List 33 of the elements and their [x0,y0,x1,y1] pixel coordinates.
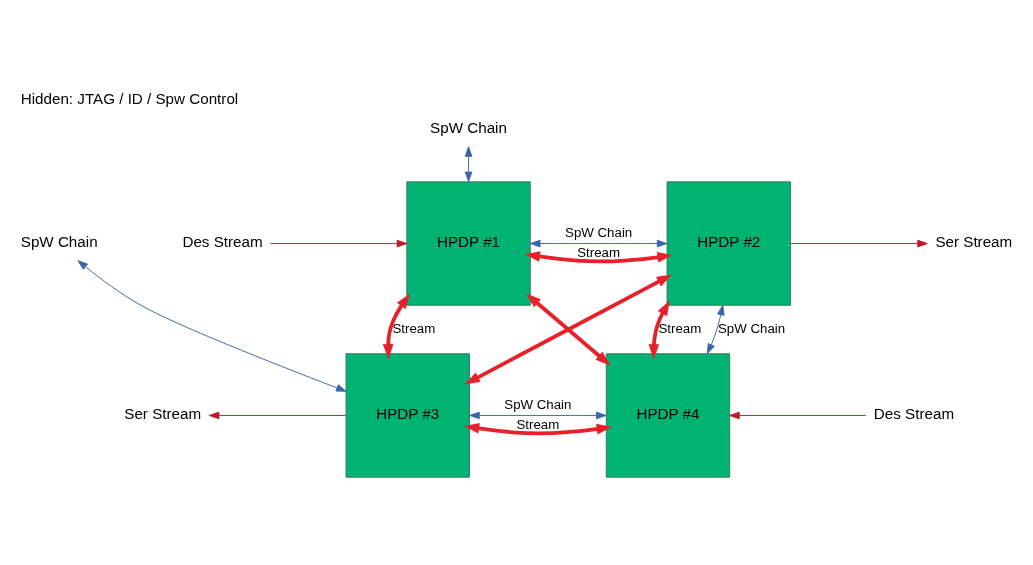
arrow [706,304,725,354]
arrow [464,423,612,436]
edge-label: SpW Chain [504,397,572,413]
edge-label: SpW Chain [565,225,633,241]
node-box: HPDP #2 [666,181,791,306]
edge-label: SpW Chain [717,321,786,337]
node-text: Des Stream [182,233,263,251]
arrow [469,411,607,420]
node-text: SpW Chain [20,233,98,251]
arrow [77,260,347,392]
node-box: HPDP #4 [605,353,731,478]
arrow [208,411,347,420]
node-text: Des Stream [873,405,955,423]
node-box: HPDP #3 [345,353,470,478]
arrow [729,411,867,420]
arrow [530,239,668,248]
diagram-title: Hidden: JTAG / ID / Spw Control [20,89,239,107]
node-text: Ser Stream [124,405,202,423]
arrow [464,274,672,385]
edge-label: Stream [516,416,560,432]
node-text: SpW Chain [430,119,507,137]
arrow [270,239,408,248]
arrow [464,146,473,183]
edge-label: Stream [392,321,436,337]
edge-label: Stream [658,321,702,337]
arrow [382,293,410,360]
arrow [524,251,673,264]
arrow [525,293,611,366]
arrow [790,239,928,248]
edge-label: Stream [577,245,621,261]
node-box: HPDP #1 [406,181,531,306]
arrow [648,300,670,360]
node-text: Ser Stream [935,233,1013,251]
